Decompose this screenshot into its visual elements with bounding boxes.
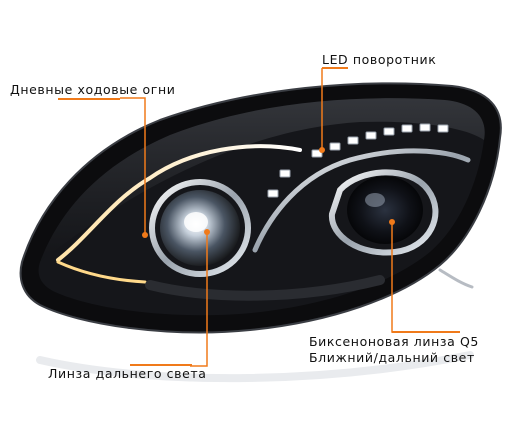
annotation-high-beam-text: Линза дальнего света — [48, 366, 207, 381]
annotation-drl-text: Дневные ходовые огни — [10, 82, 176, 97]
underline-led — [322, 67, 348, 69]
annotation-drl: Дневные ходовые огни — [10, 82, 175, 98]
annotation-led-turn-text: LED поворотник — [322, 52, 437, 67]
led-row — [267, 123, 449, 198]
annotation-high-beam: Линза дальнего света — [48, 366, 207, 382]
drl-lower — [56, 260, 147, 284]
underline-high-beam — [130, 364, 192, 366]
annotation-bixenon-line2: Ближний/дальний свет — [309, 350, 475, 365]
bixenon-bezel — [328, 169, 439, 256]
annotation-led-turn: LED поворотник — [322, 52, 436, 68]
annotation-bixenon: Биксеноновая линза Q5 Ближний/дальний св… — [309, 334, 479, 366]
annotation-bixenon-line1: Биксеноновая линза Q5 — [309, 334, 479, 349]
lens-cover-gloss — [40, 98, 485, 262]
high-beam-bezel — [149, 179, 251, 277]
bixenon-lens — [347, 176, 423, 244]
leader-drl — [120, 97, 146, 235]
chrome-trim — [252, 148, 471, 253]
underline-drl — [58, 98, 120, 100]
underline-bixenon — [392, 331, 460, 333]
leader-high-beam — [190, 232, 208, 367]
drl-strip — [56, 144, 302, 262]
